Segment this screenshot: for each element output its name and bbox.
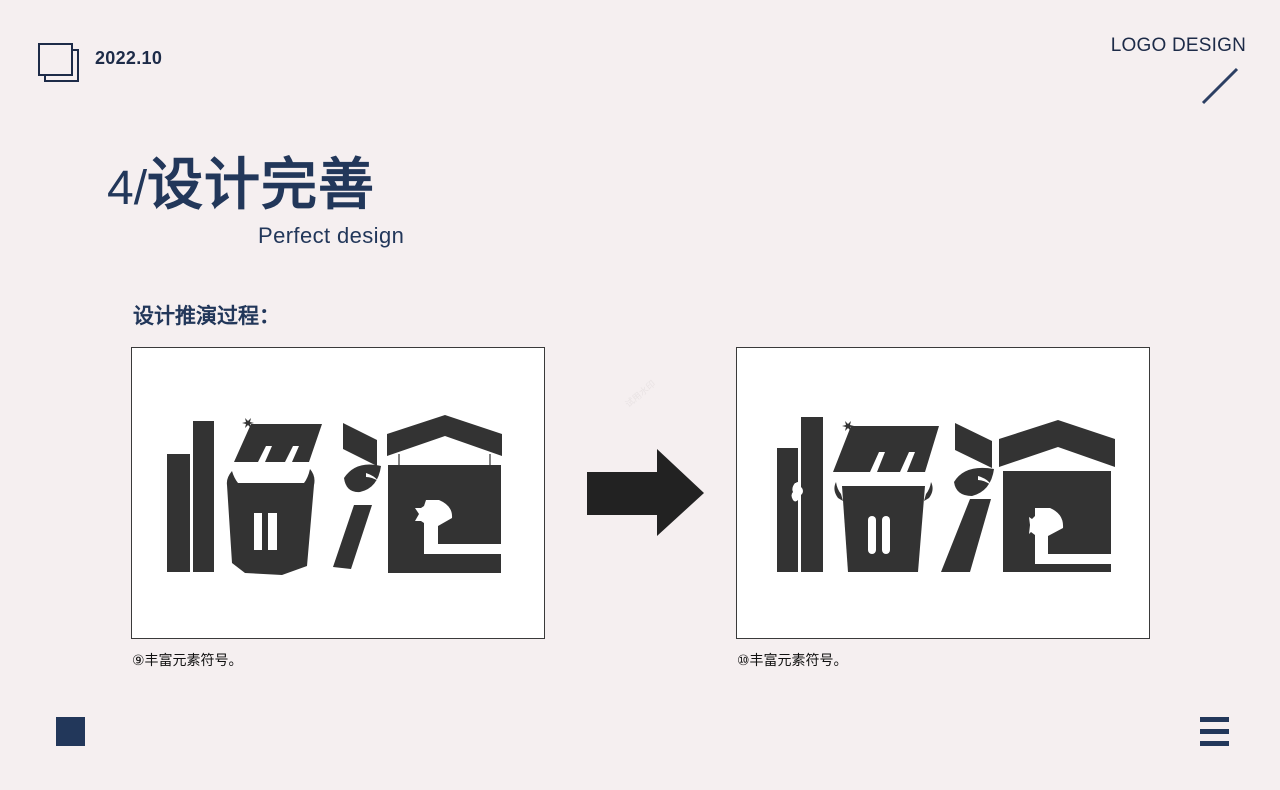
logo-bar-tall (801, 417, 823, 572)
watermark: 试用水印 (623, 378, 658, 410)
caption-step-10: ⑩丰富元素符号。 (737, 653, 848, 669)
brand-label: LOGO DESIGN (1110, 35, 1246, 56)
title-main: 设计完善 (147, 153, 376, 218)
logo-step-9 (167, 415, 502, 575)
logo-leaf (954, 467, 994, 496)
menu-line (1200, 729, 1229, 734)
logo-slant (941, 499, 991, 572)
logo-step-10 (777, 417, 1115, 572)
page-subtitle: Perfect design (258, 223, 405, 248)
hamburger-menu-icon[interactable] (1198, 715, 1230, 749)
logo-slant (333, 505, 372, 569)
logo-house (388, 465, 501, 573)
diagonal-slash-icon (1201, 67, 1239, 105)
logo-bar-short (167, 454, 190, 572)
logo-roof-block (234, 424, 322, 462)
logo-wing (955, 423, 992, 468)
logo-sparkle (242, 418, 254, 428)
logo-wing (343, 423, 377, 466)
date-label: 2022.10 (95, 48, 163, 68)
logo-house (1003, 471, 1111, 572)
logo-chevron (387, 415, 502, 456)
stacked-squares-icon (38, 43, 79, 82)
logo-sparkle (842, 421, 854, 431)
logo-panel-step-9 (131, 347, 545, 639)
menu-line (1200, 741, 1229, 746)
logo-chevron (999, 420, 1115, 467)
logo-bar-short (777, 448, 798, 572)
logo-roof-block (833, 426, 939, 472)
logo-panel-step-10 (736, 347, 1150, 639)
navy-square-icon (56, 717, 85, 746)
menu-line (1200, 717, 1229, 722)
page-title: 4/设计完善 (107, 148, 375, 227)
right-arrow-icon (587, 449, 704, 536)
logo-bar-tall (193, 421, 214, 572)
logo-leaf (344, 464, 381, 493)
caption-step-9: ⑨丰富元素符号。 (132, 653, 243, 669)
section-label: 设计推演过程： (133, 304, 280, 328)
section-number: 4/ (107, 162, 148, 215)
